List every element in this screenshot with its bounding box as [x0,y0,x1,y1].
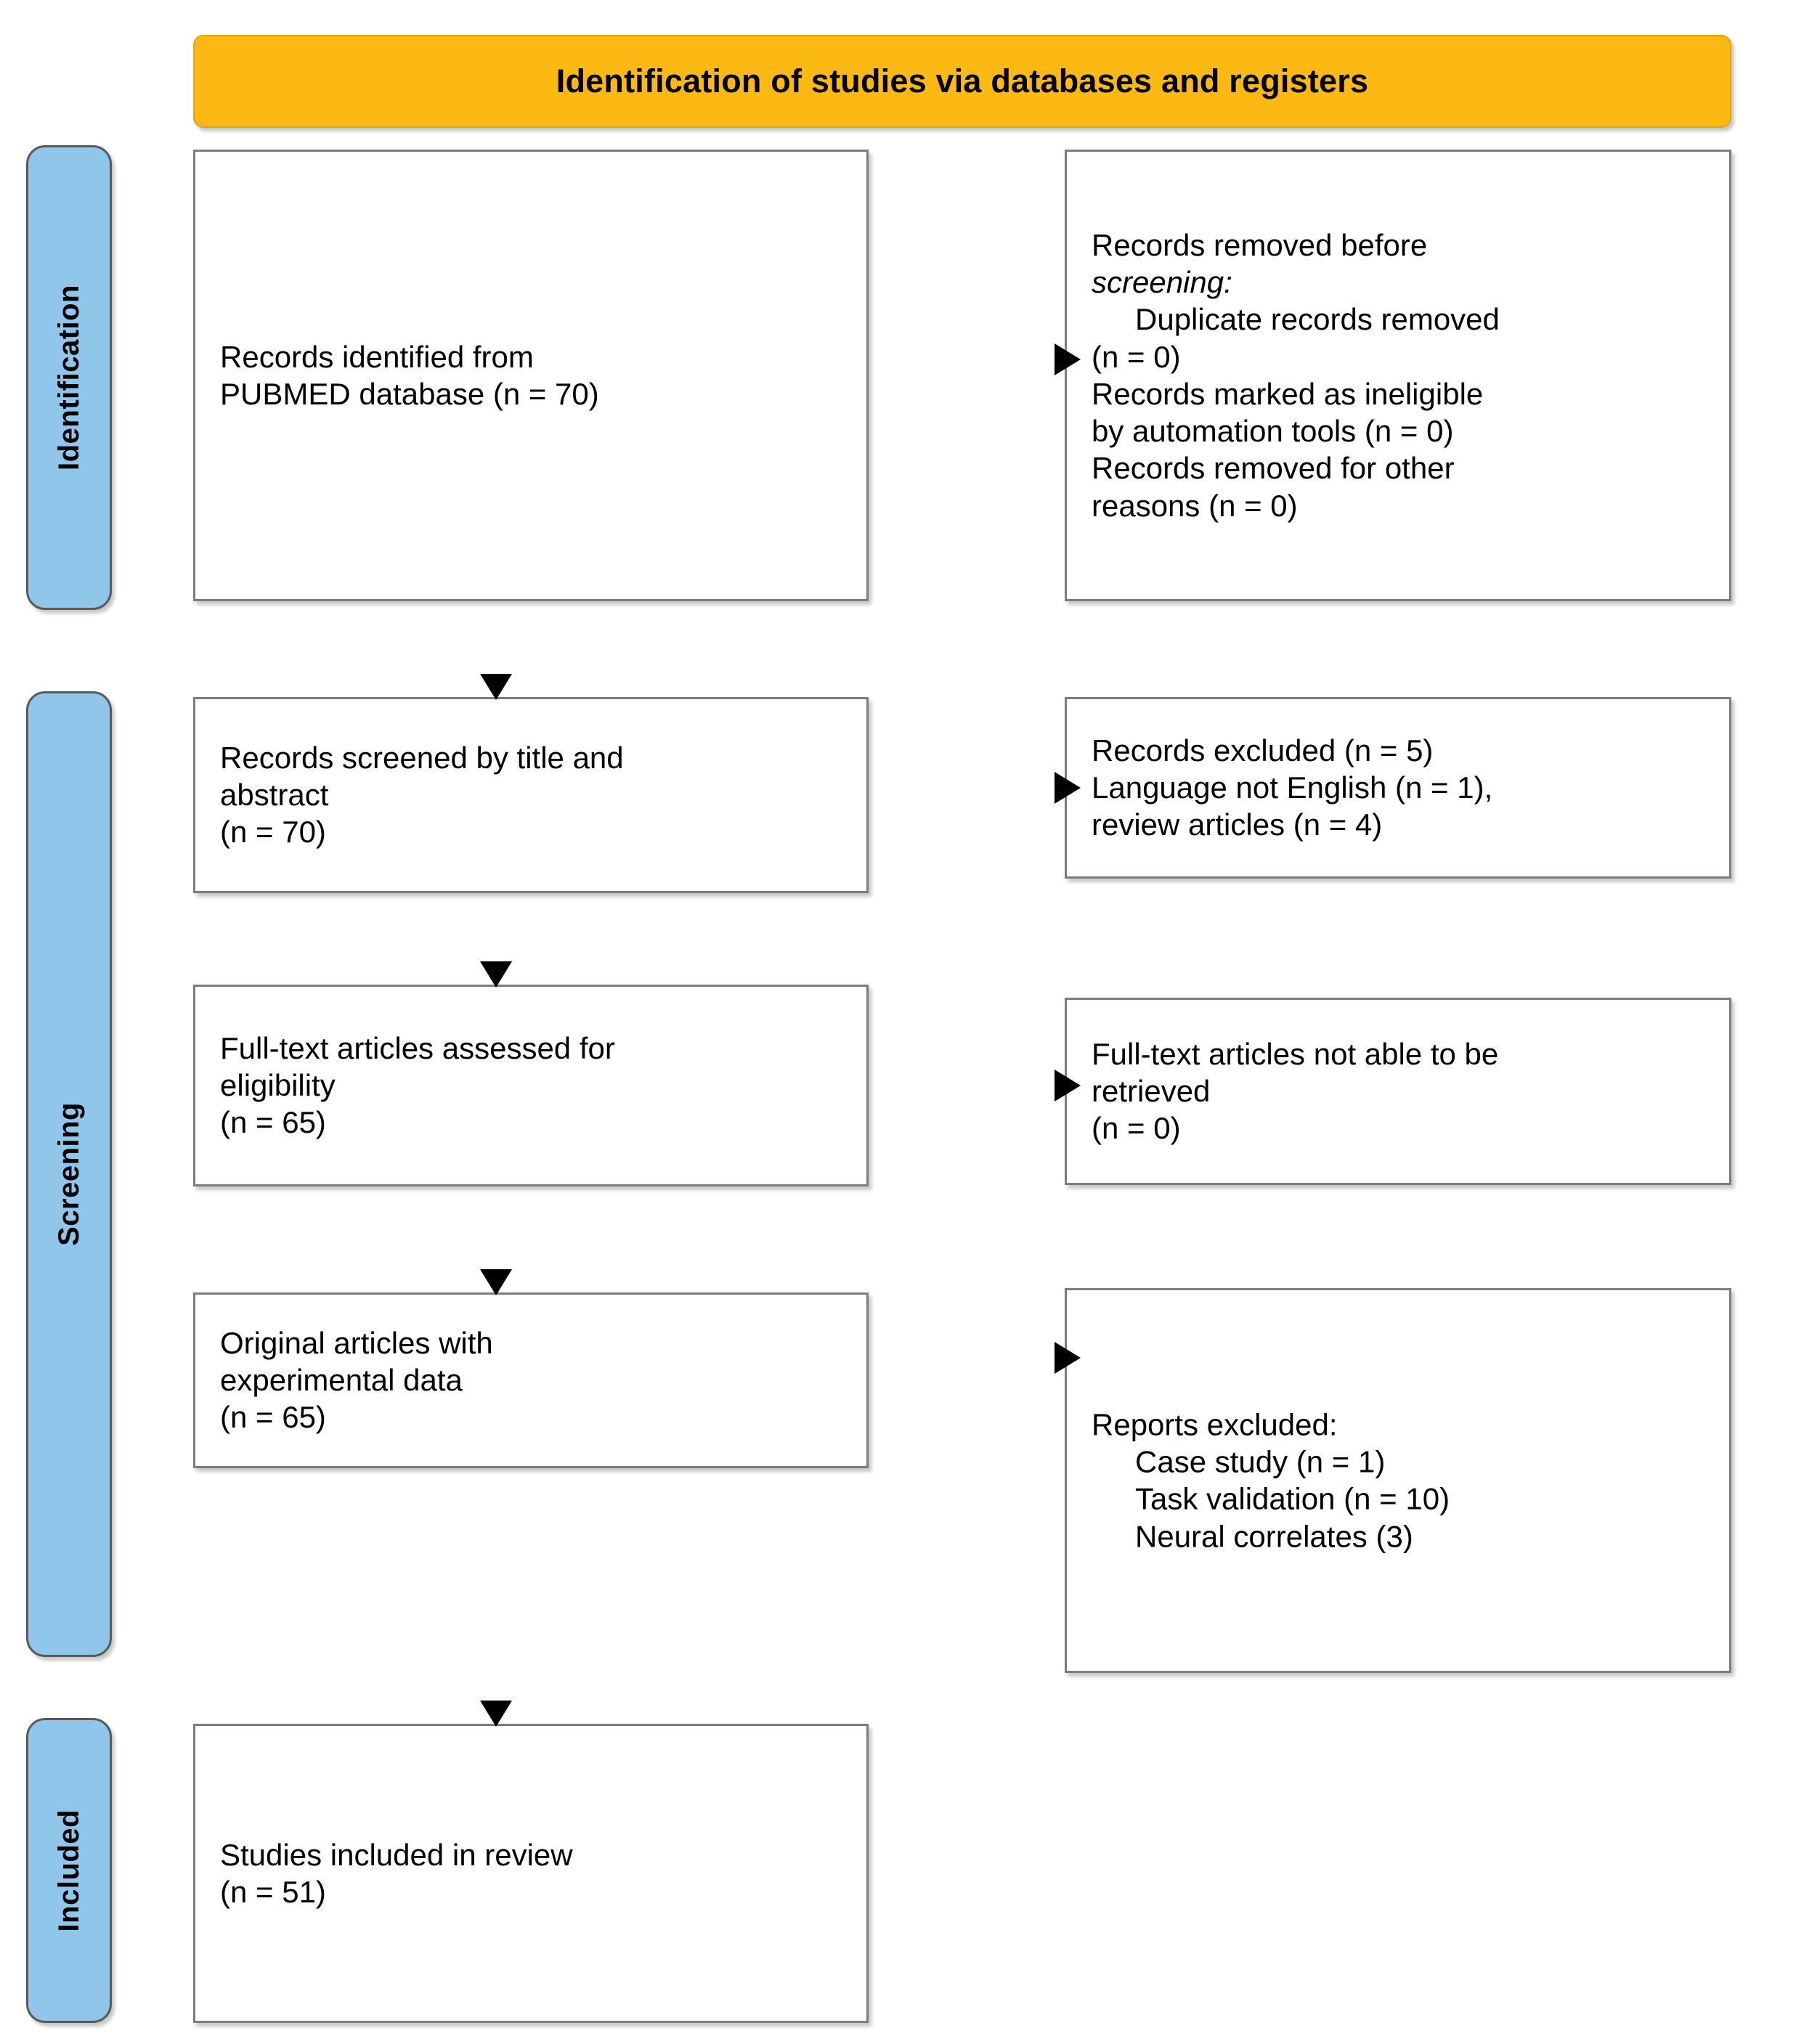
arrow-head-right-icon [1055,1342,1081,1374]
box-text-line: eligibility [220,1068,336,1103]
arrow-head-right-icon [1055,343,1081,375]
stage-pill-screening: Screening [26,691,112,1657]
diagram-title: Identification of studies via databases … [556,62,1369,99]
diagram-header-banner: Identification of studies via databases … [193,35,1731,128]
box-text-line: retrieved [1092,1074,1211,1109]
box-text-line: (n = 65) [220,1400,326,1435]
arrow-down-identified-to-screened [458,601,535,700]
box-studies-included: Studies included in review(n = 51) [193,1724,869,2023]
box-text-line: Full-text articles assessed for [220,1031,615,1066]
box-text-line: (n = 65) [220,1105,326,1140]
box-text-line: Studies included in review [220,1837,573,1872]
box-text-line: Reports excluded: [1092,1407,1338,1442]
box-text-line: Records excluded (n = 5) [1092,733,1434,768]
box-text-line: Records removed before [1092,227,1704,264]
box-text: Reports excluded:Case study (n = 1)Task … [1067,1406,1729,1555]
box-records-excluded: Records excluded (n = 5)Language not Eng… [1065,697,1731,879]
box-text-line: screening: [1092,265,1232,300]
box-text-line: (n = 0) [1092,1111,1181,1146]
box-text-line: (n = 51) [220,1875,326,1909]
box-text-line: Task validation (n = 10) [1135,1482,1450,1516]
box-text-line: Original articles with [220,1326,493,1361]
stage-pill-included: Included [26,1718,112,2023]
box-text-line: (n = 70) [220,815,326,850]
arrow-head-right-icon [1055,772,1081,804]
box-text: Records excluded (n = 5)Language not Eng… [1067,732,1729,844]
arrow-right-original-to-reports [869,1340,1081,1376]
box-text-line: reasons (n = 0) [1092,488,1298,523]
arrow-head-down-icon [480,674,512,700]
box-text-line: Duplicate records removed [1135,302,1500,337]
box-text-fragment: Records removed [1092,228,1341,263]
stage-label-screening: Screening [52,1102,85,1246]
box-text-line: experimental data [220,1363,463,1398]
arrow-down-screened-to-fulltext [458,893,535,988]
stage-label-included: Included [52,1809,85,1932]
arrow-head-right-icon [1055,1070,1081,1102]
box-text-line: abstract [220,778,329,813]
arrow-head-down-icon [480,1701,512,1727]
arrow-right-identified-to-removed [869,341,1081,378]
box-text-line: Records screened by title and [220,741,624,775]
arrow-head-down-icon [480,1269,512,1295]
box-text-line: Language not English (n = 1), [1092,770,1493,805]
arrow-right-fulltext-to-notretrieved [869,1067,1081,1104]
stage-label-identification: Identification [52,285,85,471]
box-text-line: Case study (n = 1) [1135,1444,1386,1479]
box-reports-excluded: Reports excluded:Case study (n = 1)Task … [1065,1288,1731,1673]
stage-pill-identification: Identification [26,145,112,610]
arrow-down-original-to-included [458,1468,535,1727]
box-text-line: Records identified from [220,339,534,374]
arrow-right-screened-to-excluded [869,770,1081,806]
box-text-line: by automation tools (n = 0) [1092,414,1454,449]
box-text-line: PUBMED database (n = 70) [220,377,599,411]
box-text-line: Full-text articles not able to be [1092,1037,1499,1072]
box-text-line: Neural correlates (3) [1135,1519,1413,1554]
box-text-line: review articles (n = 4) [1092,807,1383,842]
box-text-line: (n = 0) [1092,339,1181,374]
box-text-line: Records marked as ineligible [1092,377,1484,411]
arrow-down-fulltext-to-original [458,1186,535,1295]
box-text: Studies included in review(n = 51) [195,1836,866,1910]
box-text-line: Records removed for other [1092,451,1455,486]
box-text-fragment-emphasis: before [1341,228,1428,263]
arrow-head-down-icon [480,961,512,988]
